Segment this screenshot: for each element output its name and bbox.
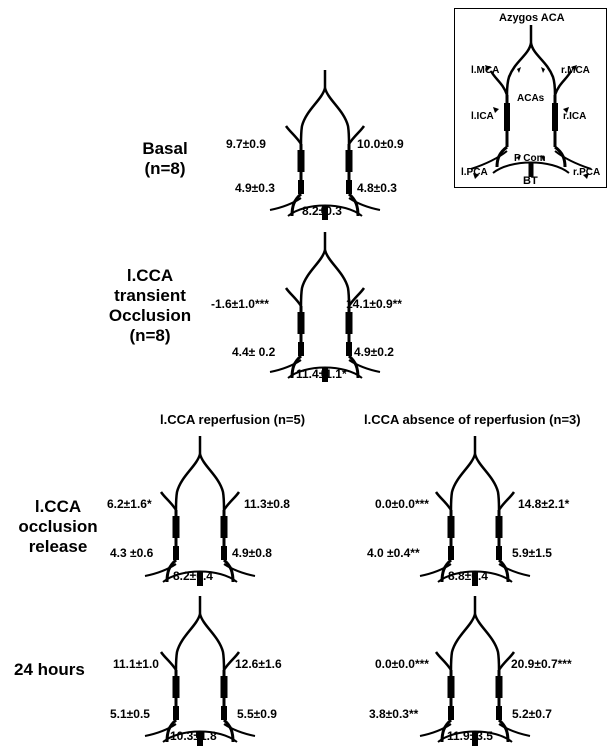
transient-rica-value: 14.1±0.9**	[346, 297, 402, 311]
left-aca-vessel	[451, 614, 475, 670]
release-absence-rpca-value: 5.9±1.5	[512, 546, 552, 560]
row-label-transient-line1: l.CCA	[100, 266, 200, 286]
right-aca-vessel	[325, 88, 349, 144]
right-pca-vessel	[224, 564, 255, 576]
left-mca-vessel	[286, 288, 301, 306]
basal-rpca-value: 4.8±0.3	[357, 181, 397, 195]
legend-acas-label: ACAs	[517, 93, 544, 105]
left-aca-vessel	[176, 454, 200, 510]
left-pca-vessel	[420, 564, 451, 576]
right-pca-vessel	[224, 724, 255, 736]
legend-box: Azygos ACA l.MCA r.MCA ACAs l.ICA r.ICA …	[454, 8, 607, 188]
transient-lica-value: -1.6±1.0***	[211, 297, 269, 311]
row-label-24h-line1: 24 hours	[14, 660, 106, 680]
vessel-diagram-24h-absence	[420, 596, 530, 746]
row-label-transient-line3: Occlusion	[100, 306, 200, 326]
right-mca-vessel	[499, 492, 514, 510]
release-absence-lica-value: 0.0±0.0***	[375, 497, 429, 511]
right-aca-vessel	[200, 614, 224, 670]
transient-bt-value: 11.4±1.1*	[296, 367, 347, 381]
right-pca-vessel	[499, 564, 530, 576]
row-label-release-line2: occlusion	[8, 517, 108, 537]
legend-lpca-label: l.PCA	[461, 167, 488, 179]
vessel-diagram-release-reperfusion	[145, 436, 255, 586]
release-absence-lpca-value: 4.0 ±0.4**	[367, 546, 420, 560]
row-label-release-line1: l.CCA	[8, 497, 108, 517]
right-mca-vessel	[224, 492, 239, 510]
left-mca-vessel	[161, 492, 176, 510]
legend-lmca-label: l.MCA	[471, 65, 499, 77]
basal-bt-value: 8.2±0.3	[302, 204, 342, 218]
legend-azygos-label: Azygos ACA	[499, 12, 565, 24]
h24-reperfusion-lica-value: 11.1±1.0	[113, 657, 159, 671]
h24-reperfusion-lpca-value: 5.1±0.5	[110, 707, 150, 721]
basal-lpca-value: 4.9±0.3	[235, 181, 275, 195]
legend-rmca-label: r.MCA	[561, 65, 590, 77]
right-aca-vessel	[475, 454, 499, 510]
vessel-tree	[420, 596, 530, 746]
release-reperfusion-lica-value: 6.2±1.6*	[107, 497, 152, 511]
left-aca-vessel	[301, 250, 325, 306]
h24-absence-rica-value: 20.9±0.7***	[511, 657, 572, 671]
left-aca-vessel	[451, 454, 475, 510]
h24-absence-lica-value: 0.0±0.0***	[375, 657, 429, 671]
transient-lpca-value: 4.4± 0.2	[232, 345, 275, 359]
left-mca-vessel	[286, 126, 301, 144]
left-mca-vessel	[161, 652, 176, 670]
row-label-basal-line1: Basal	[130, 139, 200, 159]
h24-absence-bt-value: 11.9±3.5	[447, 729, 493, 743]
row-label-release: l.CCA occlusion release	[8, 497, 108, 557]
legend-rpca-label: r.PCA	[573, 167, 600, 179]
release-reperfusion-bt-value: 8.2±0.4	[173, 569, 213, 583]
right-pca-vessel	[349, 360, 380, 372]
left-aca-vessel	[176, 614, 200, 670]
right-pca-vessel	[499, 724, 530, 736]
legend-lica-label: l.ICA	[471, 111, 494, 123]
column-header-absence: l.CCA absence of reperfusion (n=3)	[364, 412, 581, 427]
release-absence-rica-value: 14.8±2.1*	[518, 497, 569, 511]
h24-absence-rpca-value: 5.2±0.7	[512, 707, 552, 721]
column-header-reperfusion: l.CCA reperfusion (n=5)	[160, 412, 305, 427]
row-label-transient-line4: (n=8)	[100, 326, 200, 346]
legend-bt-label: BT	[523, 175, 538, 187]
h24-reperfusion-rica-value: 12.6±1.6	[235, 657, 282, 671]
h24-reperfusion-bt-value: 10.3±1.8	[170, 729, 217, 743]
row-label-transient: l.CCA transient Occlusion (n=8)	[100, 266, 200, 346]
right-aca-vessel	[475, 614, 499, 670]
basal-lica-value: 9.7±0.9	[226, 137, 266, 151]
row-label-24h: 24 hours	[14, 660, 106, 680]
basal-rica-value: 10.0±0.9	[357, 137, 404, 151]
legend-rica-label: r.ICA	[563, 111, 586, 123]
h24-reperfusion-rpca-value: 5.5±0.9	[237, 707, 277, 721]
release-reperfusion-rpca-value: 4.9±0.8	[232, 546, 272, 560]
vessel-diagram-release-absence	[420, 436, 530, 586]
vessel-tree	[420, 436, 530, 586]
row-label-transient-line2: transient	[100, 286, 200, 306]
row-label-basal-line2: (n=8)	[130, 159, 200, 179]
h24-absence-lpca-value: 3.8±0.3**	[369, 707, 418, 721]
legend-pcom-label: P Com	[514, 153, 546, 165]
left-mca-vessel	[436, 492, 451, 510]
row-label-basal: Basal (n=8)	[130, 139, 200, 179]
transient-rpca-value: 4.9±0.2	[354, 345, 394, 359]
release-absence-bt-value: 8.8±0.4	[448, 569, 488, 583]
vessel-tree	[145, 436, 255, 586]
left-pca-vessel	[145, 564, 176, 576]
left-aca-vessel	[301, 88, 325, 144]
vessel-diagram-24h-reperfusion	[145, 596, 255, 746]
left-pca-vessel	[270, 198, 301, 210]
row-label-release-line3: release	[8, 537, 108, 557]
right-aca-vessel	[200, 454, 224, 510]
release-reperfusion-lpca-value: 4.3 ±0.6	[110, 546, 153, 560]
vessel-tree	[145, 596, 255, 746]
release-reperfusion-rica-value: 11.3±0.8	[244, 497, 290, 511]
left-mca-vessel	[436, 652, 451, 670]
right-pca-vessel	[349, 198, 380, 210]
